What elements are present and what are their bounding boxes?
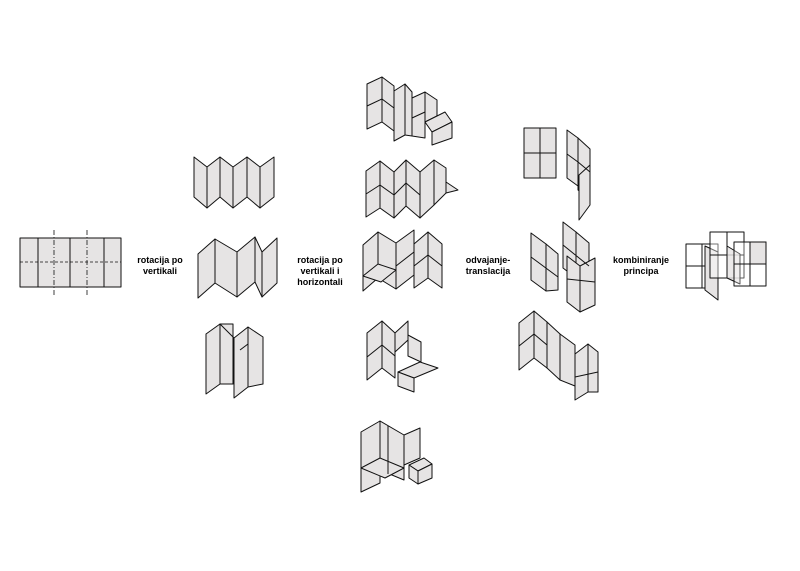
label-combined-principles: kombiniranje principa	[612, 255, 669, 276]
separated-panels-2	[530, 221, 596, 313]
combined-fold-2	[365, 159, 459, 219]
combined-fold-1	[366, 76, 453, 146]
base-flat-panel	[19, 230, 122, 295]
label-vertical-rotation: rotacija po vertikali	[137, 255, 183, 276]
vertical-fold-corner	[205, 323, 264, 399]
combined-principles-figure	[685, 231, 767, 301]
combined-fold-5	[360, 420, 433, 493]
vertical-fold-zigzag-top	[193, 156, 275, 209]
label-separation-translation: odvajanje- translacija	[465, 255, 511, 276]
combined-fold-4	[366, 320, 439, 393]
combined-fold-3	[362, 229, 443, 292]
separated-panels-1	[523, 127, 591, 221]
label-vertical-horizontal-rotation: rotacija po vertikali i horizontali	[297, 255, 343, 287]
vertical-fold-zigzag-mid	[197, 236, 278, 299]
separated-panels-3	[518, 310, 599, 401]
